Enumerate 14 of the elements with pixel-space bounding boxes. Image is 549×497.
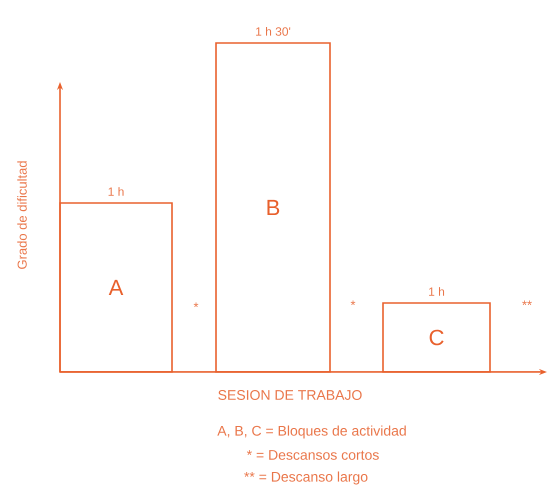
legend-text: * = Descansos cortos xyxy=(246,450,379,460)
activity-block: B xyxy=(215,42,331,373)
legend-text: A, B, C = Bloques de actividad xyxy=(217,425,406,438)
duration-label: 1 h xyxy=(108,187,124,196)
duration-label: 1 h xyxy=(429,287,444,296)
axis-label: Grado de dificultad xyxy=(17,161,27,269)
break-mark: * xyxy=(350,300,356,306)
break-mark: * xyxy=(194,302,198,308)
activity-block: A xyxy=(59,202,173,373)
duration-label: 1 h 30' xyxy=(256,26,290,36)
axis-label: SESION DE TRABAJO xyxy=(218,390,362,400)
break-mark: ** xyxy=(522,300,532,306)
legend-text: ** = Descanso largo xyxy=(244,471,368,484)
activity-block: C xyxy=(382,302,491,373)
